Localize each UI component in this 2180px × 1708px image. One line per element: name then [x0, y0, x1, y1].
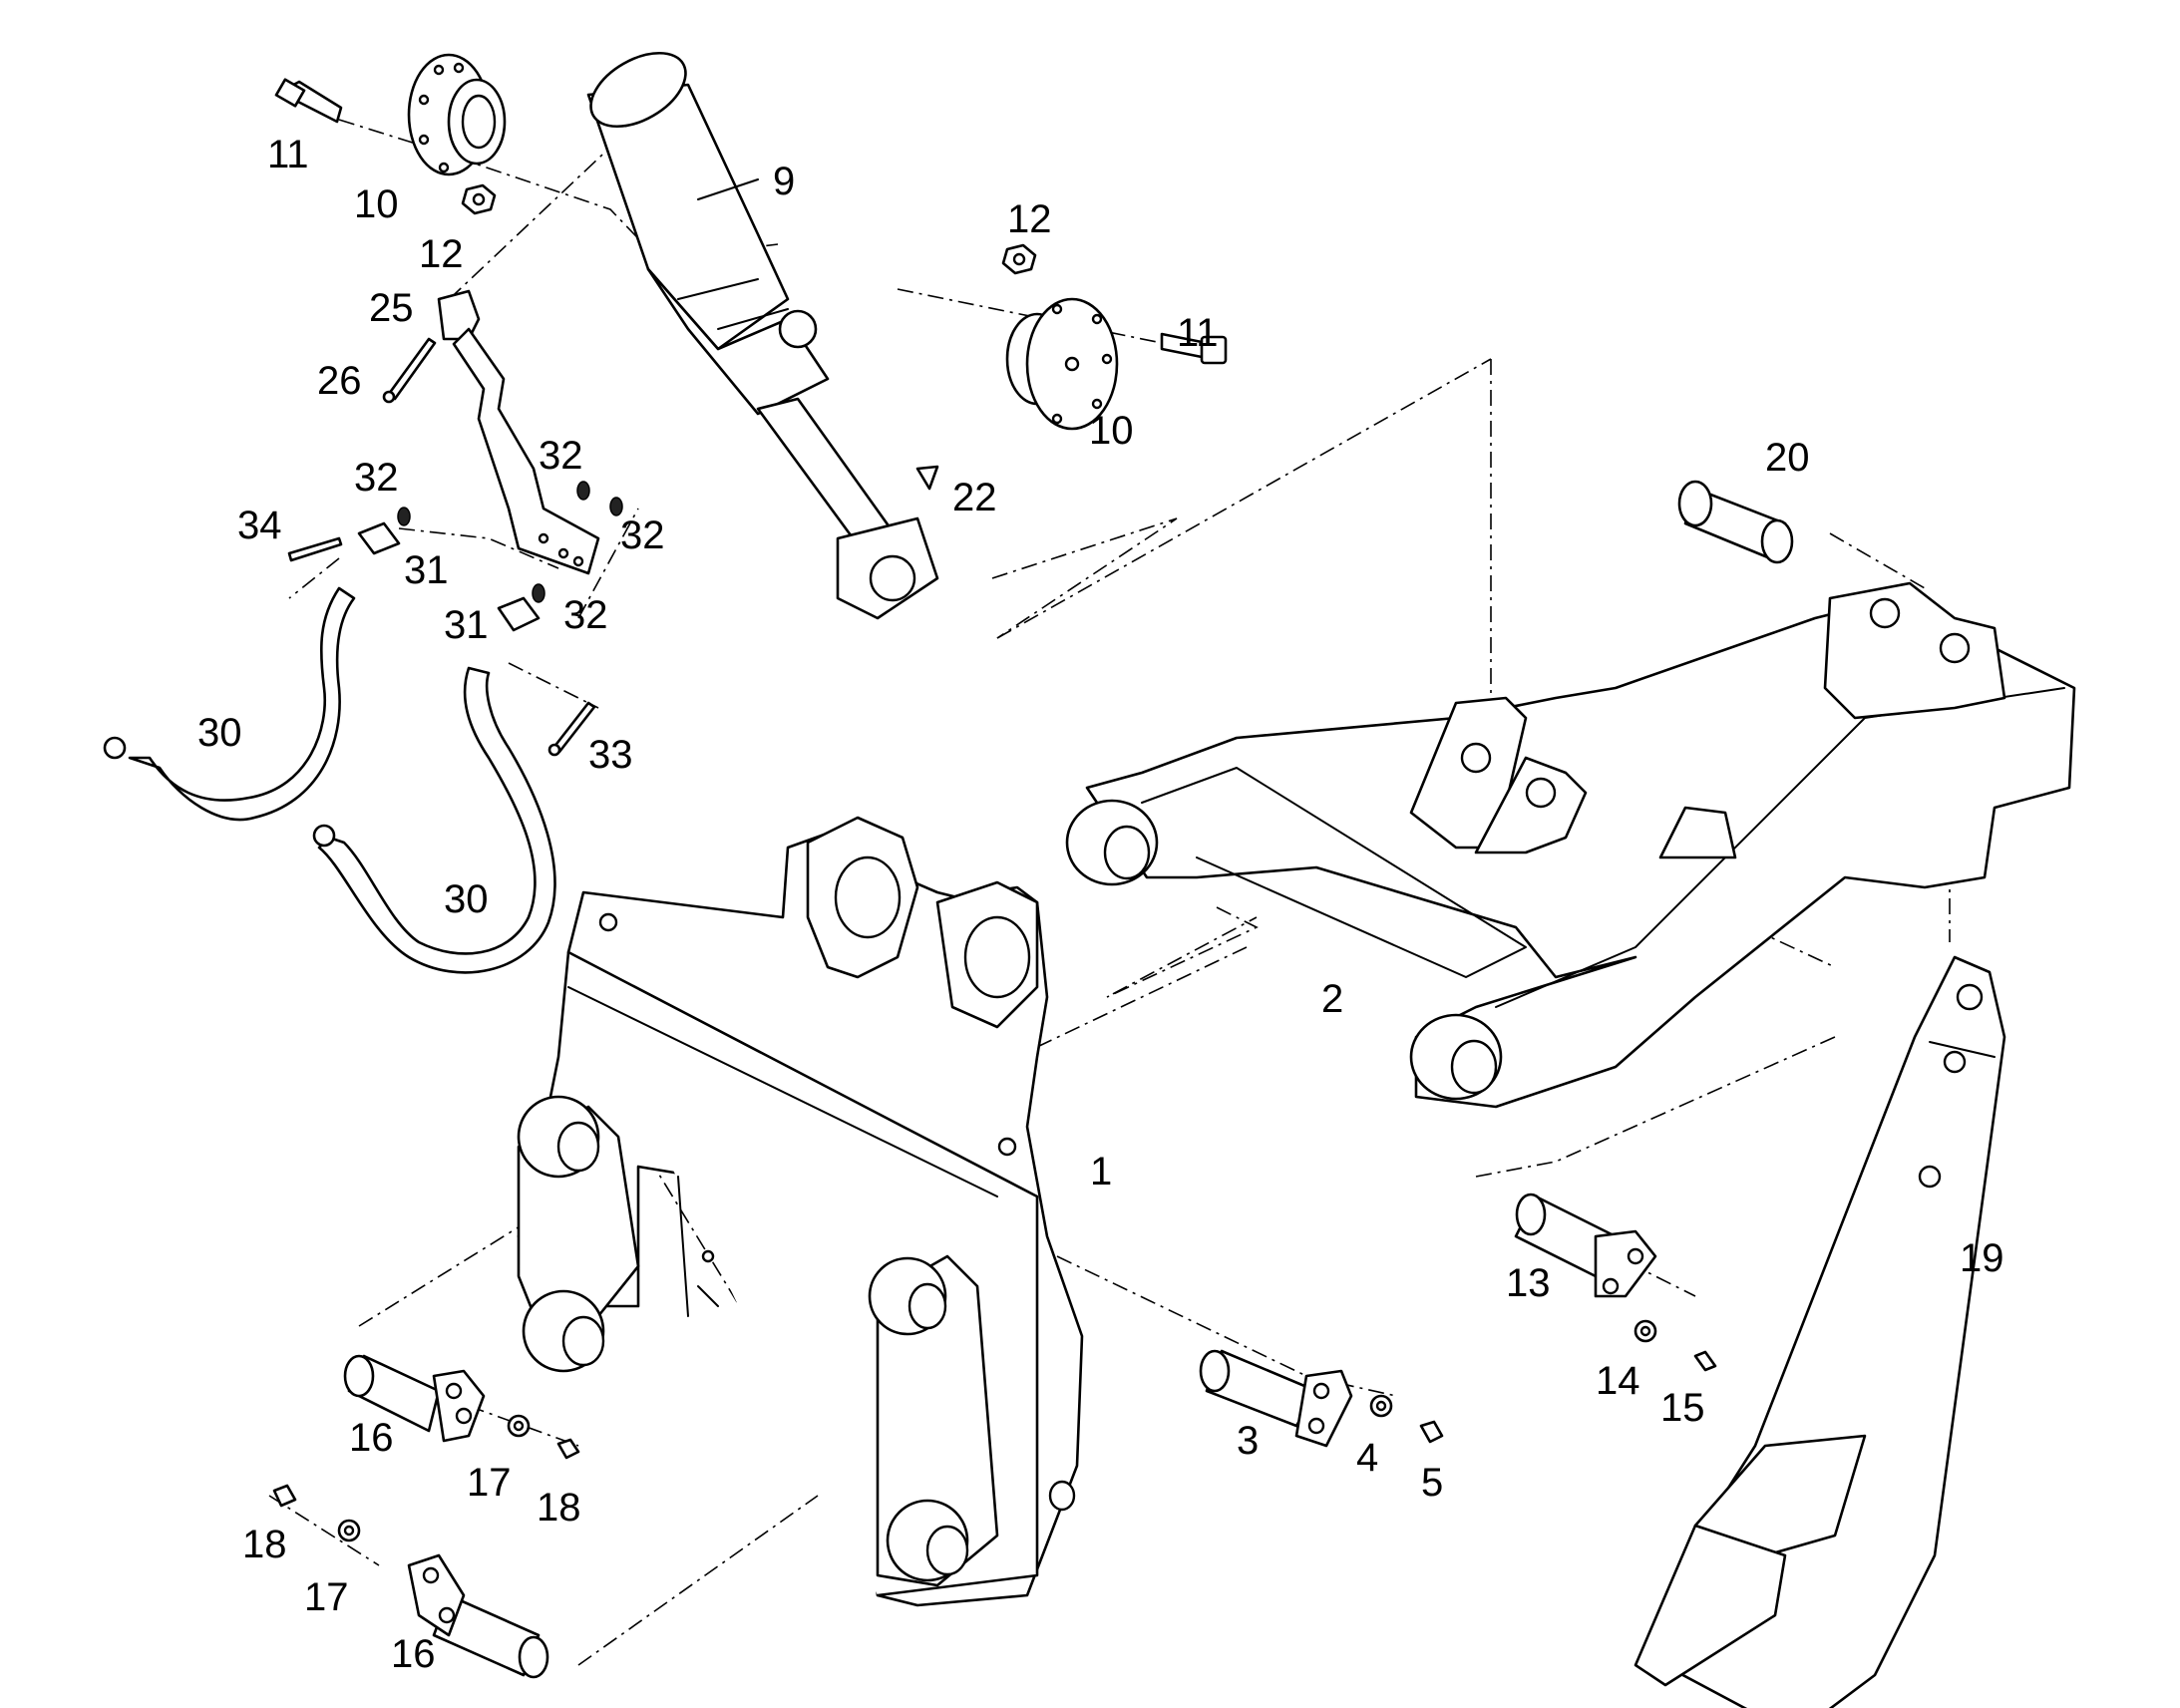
fittings-31	[357, 521, 541, 632]
mounting-flange-right	[1005, 297, 1119, 431]
swing-arm	[1065, 581, 2076, 1109]
hydraulic-hoses	[103, 586, 556, 974]
callout-16-upper: 16	[349, 1416, 394, 1460]
callout-32-d: 32	[563, 593, 608, 637]
callout-14: 14	[1596, 1359, 1640, 1403]
nut-upper-left	[461, 183, 497, 215]
callout-12-upper: 12	[419, 232, 464, 276]
pin-assembly-16-lower	[272, 1484, 549, 1679]
nut-right	[1001, 243, 1037, 275]
leader-lines	[268, 119, 1951, 1666]
callout-30-b: 30	[444, 877, 489, 921]
callout-10-upper: 10	[354, 182, 399, 226]
callout-18-lower: 18	[242, 1523, 287, 1566]
callout-1: 1	[1090, 1150, 1112, 1194]
callout-20: 20	[1765, 436, 1810, 480]
callout-11-upper: 11	[267, 133, 309, 176]
callout-9: 9	[773, 160, 795, 203]
callout-12-right: 12	[1007, 197, 1052, 241]
callout-3: 3	[1237, 1419, 1259, 1463]
screw-34	[287, 536, 343, 562]
callout-34: 34	[237, 504, 282, 547]
callout-10-right: 10	[1089, 409, 1134, 453]
callout-19: 19	[1960, 1236, 2004, 1280]
o-rings	[397, 481, 623, 603]
callout-5: 5	[1421, 1461, 1443, 1505]
callout-18-upper: 18	[537, 1486, 581, 1530]
grease-fitting	[915, 465, 939, 491]
callout-17-lower: 17	[304, 1575, 349, 1619]
callout-25: 25	[369, 286, 414, 330]
tube-bracket	[437, 289, 600, 575]
screw-33	[547, 701, 596, 757]
bolt-upper-left	[274, 78, 343, 124]
callout-32-c: 32	[620, 513, 665, 557]
pin-assembly-3	[1199, 1349, 1444, 1448]
callout-17-upper: 17	[467, 1461, 512, 1505]
pin-assembly-16-upper	[343, 1354, 580, 1460]
pin-assembly-13	[1514, 1193, 1717, 1372]
callout-26: 26	[317, 359, 362, 403]
callout-32-a: 32	[354, 456, 399, 500]
callout-15: 15	[1660, 1386, 1705, 1430]
mounting-flange-upper	[407, 53, 507, 176]
main-frame	[517, 816, 1084, 1607]
callout-labels: 11 10 12 9 12 11 10 25 26 32 32 32 32 34…	[197, 133, 2004, 1676]
screw-26	[382, 337, 437, 404]
callout-11-right: 11	[1177, 311, 1219, 355]
callout-13: 13	[1506, 1261, 1551, 1305]
callout-2: 2	[1321, 977, 1343, 1021]
callout-31-a: 31	[404, 548, 449, 592]
callout-32-b: 32	[539, 434, 583, 478]
callout-31-b: 31	[444, 603, 489, 647]
callout-30-a: 30	[197, 711, 242, 755]
callout-16-lower: 16	[391, 1632, 436, 1676]
ripper-shank	[1634, 955, 2006, 1708]
callout-4: 4	[1356, 1436, 1378, 1480]
callout-22: 22	[952, 476, 997, 519]
pivot-pin-20	[1677, 480, 1794, 564]
callout-33: 33	[588, 733, 633, 777]
hydraulic-cylinder	[586, 51, 939, 620]
bolt-right	[1160, 332, 1228, 365]
